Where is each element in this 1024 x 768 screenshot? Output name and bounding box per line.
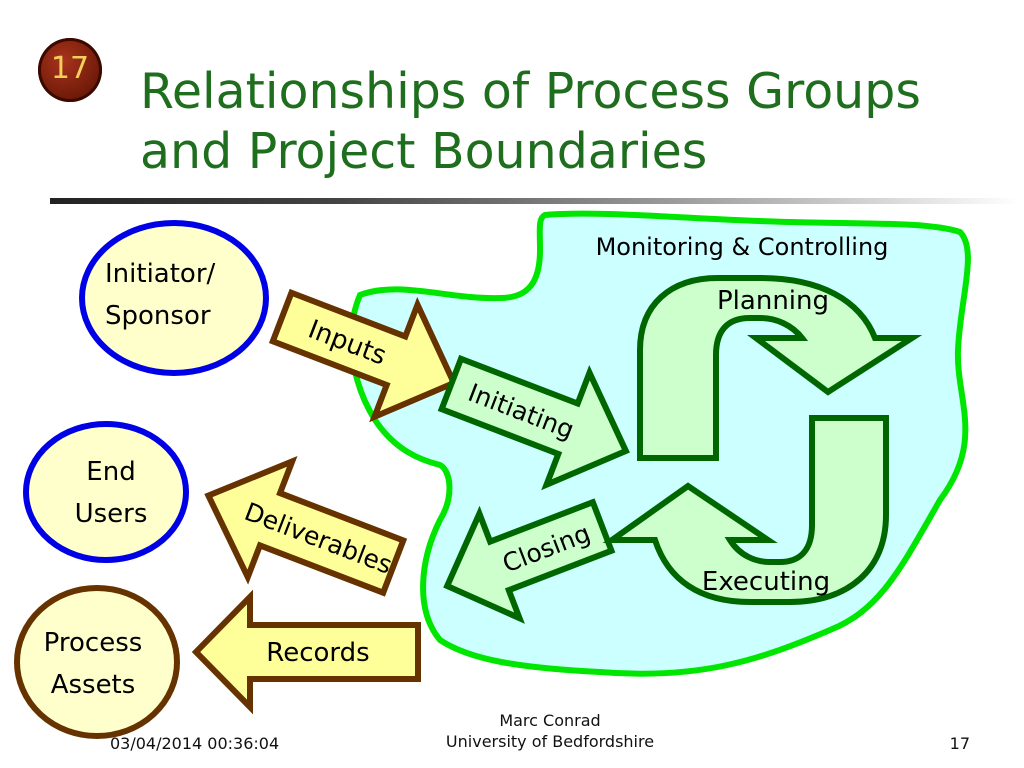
planning-label: Planning [717,286,829,316]
slide-number-text: 17 [50,51,90,86]
records-arrow: Records [191,589,421,715]
actor-process-assets-line-2: Assets [51,670,136,700]
planning-cycle-arrow [637,275,923,461]
footer-author-name: Marc Conrad [499,711,601,730]
title-divider [50,198,1020,204]
executing-cycle-arrow [602,415,889,605]
inputs-arrow: Inputs [268,288,458,423]
actor-initiator-sponsor: Initiator/ Sponsor [79,220,269,376]
records-label: Records [266,638,369,668]
actor-end-users: End Users [23,421,189,563]
slide-title: Relationships of Process Groups and Proj… [140,62,1000,182]
actor-process-assets-line-1: Process [44,628,143,658]
executing-label: Executing [702,567,830,597]
footer-author: Marc Conrad University of Bedfordshire [400,710,700,752]
title-line-2: and Project Boundaries [140,123,708,180]
actor-initiator-line-2: Sponsor [105,301,211,331]
actor-process-assets: Process Assets [14,585,180,739]
actor-end-users-line-1: End [86,457,135,487]
boundary-label: Monitoring & Controlling [596,233,889,261]
footer-date: 03/04/2014 00:36:04 [110,734,280,753]
footer-author-org: University of Bedfordshire [445,732,655,751]
actor-end-users-line-2: Users [75,499,148,529]
footer-page-number: 17 [949,734,970,753]
actor-initiator-line-1: Initiator/ [105,259,216,289]
title-line-1: Relationships of Process Groups [140,63,921,120]
slide-number-badge: 17 [38,38,102,102]
deliverables-arrow: Deliverables [204,455,408,597]
